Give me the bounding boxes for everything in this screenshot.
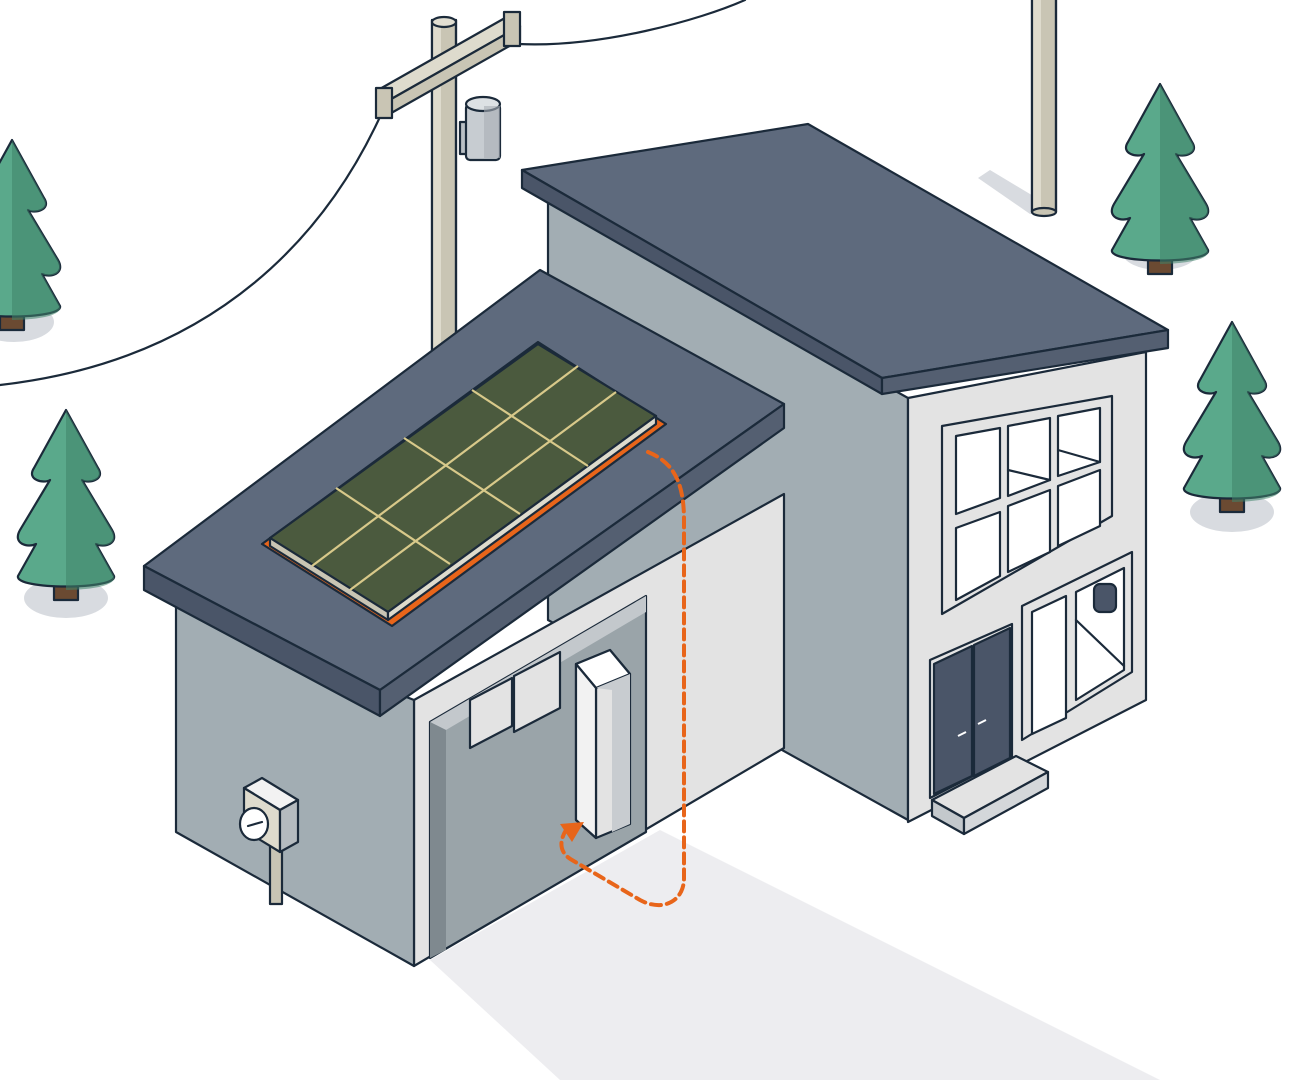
- pine-tree-icon: [0, 138, 62, 332]
- front-step: [930, 754, 1050, 836]
- utility-pole: [374, 10, 522, 372]
- solar-panel-icon: [260, 340, 668, 628]
- garage: [142, 268, 786, 968]
- main-roof: [520, 122, 1170, 396]
- home-battery-icon: [574, 648, 632, 840]
- utility-pole-back: [1030, 0, 1058, 218]
- power-lines: [0, 0, 747, 387]
- transformer-icon: [458, 95, 502, 162]
- wall-lamp-icon: [1092, 582, 1118, 614]
- inverter-icon: [468, 650, 562, 750]
- electric-meter-icon: [238, 776, 300, 906]
- energy-flow-path: [559, 450, 686, 907]
- flow-arrowhead-icon: [560, 822, 584, 842]
- pine-tree-icon: [16, 408, 116, 602]
- pine-tree-icon: [1182, 320, 1282, 514]
- pine-tree-icon: [1110, 82, 1210, 276]
- upper-window: [940, 394, 1114, 616]
- front-door: [928, 622, 1014, 800]
